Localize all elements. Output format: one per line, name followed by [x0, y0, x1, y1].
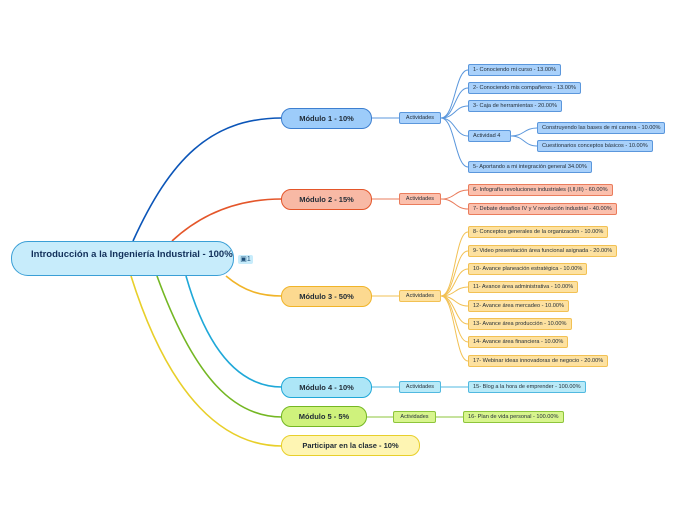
module-3-activities[interactable]: Actividades	[399, 290, 441, 302]
activity-1[interactable]: 1- Conociendo mi curso - 13.00%	[468, 64, 562, 76]
activity-7[interactable]: 7- Debate desafíos IV y V revolución ind…	[468, 203, 617, 215]
module-5-activities[interactable]: Actividades	[393, 411, 436, 423]
module-1-activities[interactable]: Actividades	[399, 112, 441, 124]
activity-2[interactable]: 2- Conociendo mis compañeros - 13.00%	[468, 82, 581, 94]
activity-12[interactable]: 12- Avance área mercadeo - 10.00%	[468, 300, 570, 312]
note-icon[interactable]: ▣1	[238, 255, 253, 264]
module-4-activities[interactable]: Actividades	[399, 381, 441, 393]
module-1[interactable]: Módulo 1 - 10%	[281, 108, 372, 129]
activity-4[interactable]: Actividad 4	[468, 130, 511, 142]
activity-9[interactable]: 9- Video presentación área funcional asi…	[468, 245, 618, 257]
activity-6[interactable]: 6- Infografía revoluciones industriales …	[468, 184, 613, 196]
activity-15[interactable]: 15- Blog a la hora de emprender - 100.00…	[468, 381, 586, 393]
activity-4-sub-1[interactable]: Construyendo las bases de mi carrera - 1…	[537, 122, 666, 134]
activity-13[interactable]: 13- Avance área producción - 10.00%	[468, 318, 572, 330]
activity-11[interactable]: 11- Avance área administrativa - 10.00%	[468, 281, 579, 293]
activity-17[interactable]: 17- Webinar ideas innovadoras de negocio…	[468, 355, 609, 367]
activity-14[interactable]: 14- Avance área financiera - 10.00%	[468, 336, 569, 348]
module-4[interactable]: Módulo 4 - 10%	[281, 377, 372, 398]
module-5[interactable]: Módulo 5 - 5%	[281, 406, 367, 427]
module-2[interactable]: Módulo 2 - 15%	[281, 189, 372, 210]
participation-topic[interactable]: Participar en la clase - 10%	[281, 435, 420, 456]
activity-4-sub-2[interactable]: Cuestionarios conceptos básicos - 10.00%	[537, 140, 653, 152]
activity-10[interactable]: 10- Avance planeación estratégica - 10.0…	[468, 263, 588, 275]
module-3[interactable]: Módulo 3 - 50%	[281, 286, 372, 307]
activity-16[interactable]: 16- Plan de vida personal - 100.00%	[463, 411, 564, 423]
activity-5[interactable]: 5- Aportando a mi integración general 34…	[468, 161, 592, 173]
activity-8[interactable]: 8- Conceptos generales de la organizació…	[468, 226, 609, 238]
note-count: 1	[246, 256, 251, 263]
module-2-activities[interactable]: Actividades	[399, 193, 441, 205]
root-topic[interactable]: Introducción a la Ingeniería Industrial …	[11, 241, 234, 276]
activity-3[interactable]: 3- Caja de herramientas - 20.00%	[468, 100, 562, 112]
